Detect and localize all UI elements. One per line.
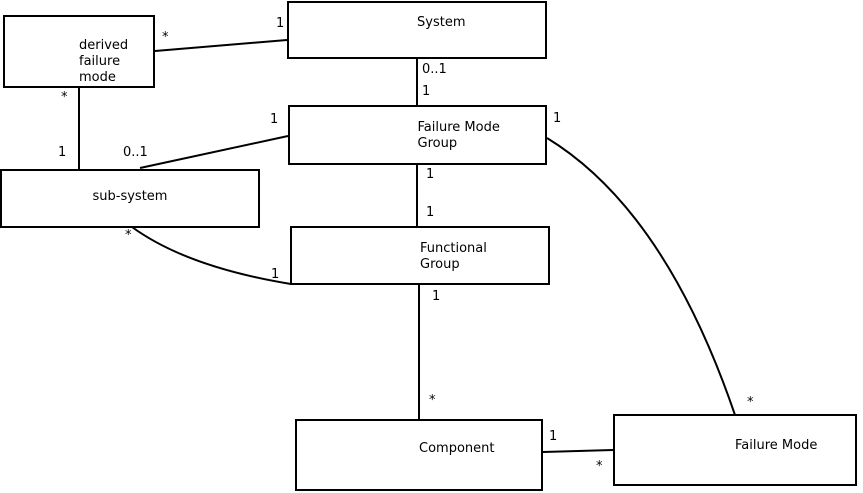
multiplicity-subsystem-fg-star: * bbox=[125, 228, 132, 243]
box-label-failure-mode: Failure Mode bbox=[735, 438, 818, 453]
multiplicity-fmg-fm-star: * bbox=[747, 395, 754, 410]
box-label-component: Component bbox=[419, 441, 495, 456]
multiplicity-system-fmg-zeroone: 0..1 bbox=[422, 62, 447, 77]
multiplicity-component-fm-star: * bbox=[596, 459, 603, 474]
box-functional-group: Functional Group bbox=[290, 226, 550, 285]
box-label-system: System bbox=[417, 15, 466, 30]
connector-subsystem-fmg bbox=[139, 135, 289, 169]
box-sub-system: sub-system bbox=[0, 169, 260, 228]
box-derived-failure-mode: derived failure mode bbox=[3, 15, 155, 88]
multiplicity-subsystem-fmg-one: 1 bbox=[270, 112, 279, 127]
box-failure-mode: Failure Mode bbox=[613, 414, 857, 486]
multiplicity-system-fmg-one: 1 bbox=[422, 84, 431, 99]
box-label-derived-failure-mode: derived failure mode bbox=[79, 38, 129, 85]
multiplicity-fmg-fg-one-top: 1 bbox=[426, 167, 435, 182]
multiplicity-component-fm-one: 1 bbox=[549, 429, 558, 444]
multiplicity-subsystem-fg-one: 1 bbox=[271, 267, 280, 282]
multiplicity-dfm-system-star: * bbox=[162, 30, 169, 45]
connector-subsystem-fg-curve bbox=[131, 226, 292, 285]
multiplicity-fg-component-star: * bbox=[429, 393, 436, 408]
box-label-functional-group: Functional Group bbox=[420, 241, 487, 272]
multiplicity-subsystem-fmg-zeroone: 0..1 bbox=[123, 145, 148, 160]
box-failure-mode-group: Failure Mode Group bbox=[288, 105, 547, 165]
multiplicity-fmg-fm-one: 1 bbox=[553, 111, 562, 126]
connector-dfm-system bbox=[154, 39, 288, 52]
connector-component-fm bbox=[542, 449, 614, 453]
multiplicity-dfm-system-one: 1 bbox=[276, 16, 285, 31]
multiplicity-fg-component-one: 1 bbox=[432, 289, 441, 304]
multiplicity-fmg-fg-one-bottom: 1 bbox=[426, 205, 435, 220]
connector-fmg-fm-curve bbox=[546, 137, 736, 416]
multiplicity-dfm-subsystem-star: * bbox=[61, 90, 68, 105]
box-system: System bbox=[287, 1, 547, 59]
box-component: Component bbox=[295, 419, 543, 491]
multiplicity-dfm-subsystem-one: 1 bbox=[58, 145, 67, 160]
box-label-failure-mode-group: Failure Mode Group bbox=[417, 120, 500, 151]
box-label-sub-system: sub-system bbox=[92, 189, 168, 204]
